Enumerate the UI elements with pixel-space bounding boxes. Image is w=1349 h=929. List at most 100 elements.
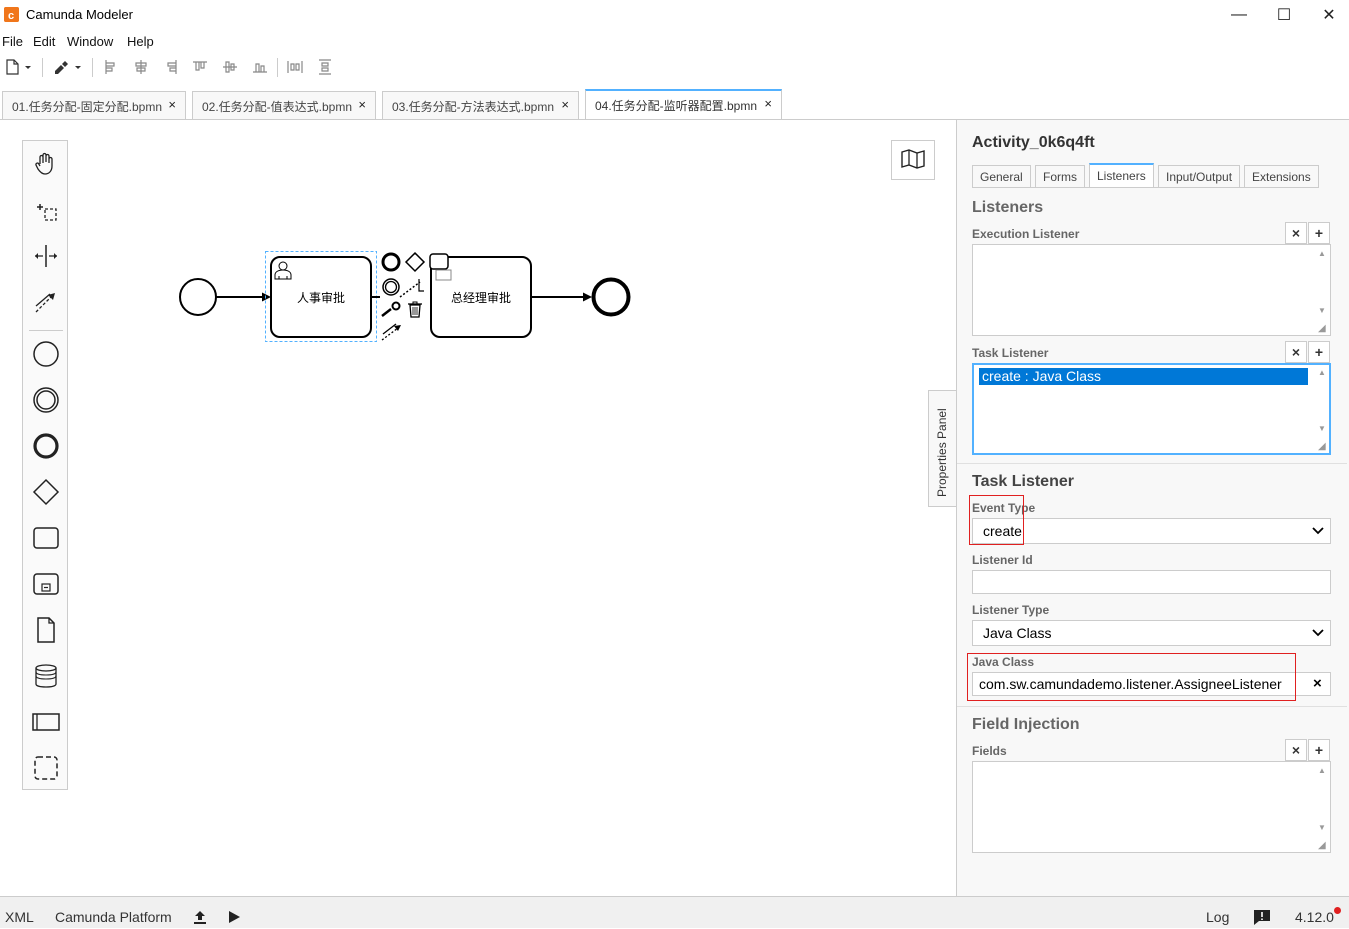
new-file-icon[interactable]: [5, 59, 31, 75]
element-id-title: Activity_0k6q4ft: [972, 134, 1095, 151]
resize-grip-icon[interactable]: ◢: [1318, 441, 1326, 452]
tab-file-03[interactable]: 03.任务分配-方法表达式.bpmn ×: [382, 91, 579, 119]
task-listener-list[interactable]: create : Java Class ▲ ▼ ◢: [972, 363, 1331, 455]
listener-type-select[interactable]: Java Class: [972, 620, 1331, 646]
minimize-button[interactable]: —: [1216, 0, 1262, 30]
pool-participant-icon[interactable]: [23, 702, 69, 742]
tab-file-04-active[interactable]: 04.任务分配-监听器配置.bpmn ×: [585, 89, 782, 119]
data-store-icon[interactable]: [23, 656, 69, 696]
tab-extensions[interactable]: Extensions: [1244, 165, 1319, 188]
highlight-box: [967, 653, 1296, 701]
align-bottom-icon[interactable]: [252, 59, 268, 75]
java-class-input[interactable]: com.sw.camundademo.listener.AssigneeList…: [972, 672, 1331, 696]
add-field-button[interactable]: +: [1308, 739, 1330, 761]
align-top-icon[interactable]: [192, 59, 208, 75]
tab-general[interactable]: General: [972, 165, 1031, 188]
add-task-listener-button[interactable]: +: [1308, 341, 1330, 363]
xml-view-button[interactable]: XML: [5, 909, 34, 925]
trash-icon[interactable]: [408, 301, 422, 318]
hand-tool-icon[interactable]: [23, 144, 69, 184]
minimize-icon: —: [1231, 6, 1247, 23]
remove-field-button[interactable]: ×: [1285, 739, 1307, 761]
resize-grip-icon[interactable]: ◢: [1318, 323, 1326, 334]
run-icon[interactable]: [226, 909, 242, 928]
diagram-canvas[interactable]: [0, 120, 956, 896]
scroll-up-icon[interactable]: ▲: [1318, 249, 1326, 258]
start-event-icon[interactable]: [23, 334, 69, 374]
end-event-icon[interactable]: [23, 426, 69, 466]
svg-text:c: c: [8, 10, 14, 22]
menu-window[interactable]: Window: [67, 34, 114, 49]
tab-close-icon[interactable]: ×: [358, 97, 366, 112]
execution-listener-list[interactable]: ▲ ▼ ◢: [972, 244, 1331, 336]
gateway-icon[interactable]: [23, 472, 69, 512]
group-icon[interactable]: [23, 748, 69, 788]
tab-close-icon[interactable]: ×: [561, 97, 569, 112]
end-event[interactable]: [591, 277, 631, 317]
scroll-down-icon[interactable]: ▼: [1318, 424, 1326, 433]
resize-grip-icon[interactable]: ◢: [1318, 840, 1326, 851]
maximize-button[interactable]: ☐: [1261, 0, 1307, 30]
listener-id-input[interactable]: [972, 570, 1331, 594]
remove-icon: ×: [1291, 344, 1301, 360]
status-bar: [0, 896, 1349, 928]
scroll-down-icon[interactable]: ▼: [1318, 306, 1326, 315]
append-gateway-icon[interactable]: [404, 251, 426, 273]
intermediate-event-icon[interactable]: [23, 380, 69, 420]
task-label: 总经理审批: [450, 291, 511, 305]
feedback-icon[interactable]: [1253, 909, 1271, 929]
scroll-up-icon[interactable]: ▲: [1318, 368, 1326, 377]
tab-input-output[interactable]: Input/Output: [1158, 165, 1241, 188]
tab-file-01[interactable]: 01.任务分配-固定分配.bpmn ×: [2, 91, 186, 119]
close-window-button[interactable]: ✕: [1306, 0, 1349, 30]
task-icon[interactable]: [23, 518, 69, 558]
align-center-icon[interactable]: [133, 59, 149, 75]
space-tool-icon[interactable]: [23, 236, 69, 276]
data-object-icon[interactable]: [23, 610, 69, 650]
align-middle-icon[interactable]: [222, 59, 238, 75]
align-right-icon[interactable]: [163, 59, 179, 75]
toolbar-separator: [42, 58, 43, 77]
remove-task-listener-button[interactable]: ×: [1285, 341, 1307, 363]
append-end-event-icon[interactable]: [381, 252, 401, 272]
tab-close-icon[interactable]: ×: [168, 97, 176, 112]
subprocess-icon[interactable]: [23, 564, 69, 604]
wrench-icon[interactable]: [381, 308, 392, 317]
toolbar-separator: [277, 58, 278, 77]
fields-list[interactable]: ▲ ▼ ◢: [972, 761, 1331, 853]
menu-help[interactable]: Help: [127, 34, 154, 49]
distribute-vertical-icon[interactable]: [317, 59, 333, 75]
edit-tools-icon[interactable]: [53, 59, 81, 75]
scroll-down-icon[interactable]: ▼: [1318, 823, 1326, 832]
log-button[interactable]: Log: [1206, 909, 1230, 925]
event-type-select[interactable]: create: [972, 518, 1331, 544]
properties-panel-toggle[interactable]: Properties Panel: [928, 390, 957, 507]
remove-icon: ×: [1291, 742, 1301, 758]
tab-close-icon[interactable]: ×: [764, 96, 772, 111]
platform-selector[interactable]: Camunda Platform: [55, 909, 172, 925]
deploy-icon[interactable]: [192, 909, 208, 928]
section-divider: [957, 706, 1347, 707]
clear-input-icon[interactable]: ×: [1313, 675, 1322, 692]
align-left-icon[interactable]: [103, 59, 119, 75]
task-listener-item-selected[interactable]: create : Java Class: [979, 368, 1308, 385]
user-icon: [274, 261, 292, 280]
minimap-toggle-button[interactable]: [891, 140, 935, 180]
tool-palette: [22, 140, 68, 790]
global-connect-tool-icon[interactable]: [23, 282, 69, 322]
tab-listeners[interactable]: Listeners: [1089, 163, 1154, 188]
start-event[interactable]: [179, 278, 217, 316]
distribute-horizontal-icon[interactable]: [287, 59, 303, 75]
menu-file[interactable]: File: [2, 34, 23, 49]
lasso-tool-icon[interactable]: [23, 190, 69, 230]
menu-edit[interactable]: Edit: [33, 34, 56, 49]
close-icon: ✕: [1322, 7, 1336, 24]
connect-icon[interactable]: [381, 327, 399, 341]
scroll-up-icon[interactable]: ▲: [1318, 766, 1326, 775]
tab-file-02[interactable]: 02.任务分配-值表达式.bpmn ×: [192, 91, 376, 119]
remove-execution-listener-button[interactable]: ×: [1285, 222, 1307, 244]
field-injection-section-title: Field Injection: [972, 716, 1080, 733]
append-task-icon[interactable]: [429, 253, 449, 270]
add-execution-listener-button[interactable]: +: [1308, 222, 1330, 244]
tab-forms[interactable]: Forms: [1035, 165, 1085, 188]
